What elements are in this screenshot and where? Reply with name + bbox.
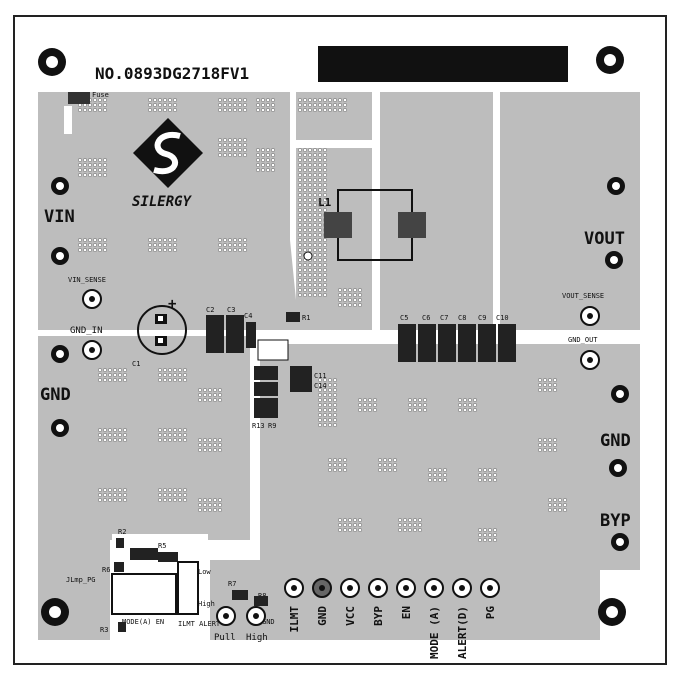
label-l1: L1 [318,196,332,209]
capacitor-c6 [418,324,436,362]
label-r6: R6 [102,566,110,574]
label-gnd-right: GND [600,431,631,451]
copper-sw-region [296,148,372,330]
test-point-label: EN [400,606,413,619]
label-c1: C1 [132,360,140,368]
fuse [68,92,90,104]
capacitor-c2 [206,315,224,353]
copper-input-region [38,92,296,330]
label-c2: C2 [206,306,214,314]
copper-pour [38,92,640,640]
label-pull: Pull [214,633,236,643]
test-point-label: MODE (A) [428,606,441,659]
test-point-label: VCC [344,606,357,626]
test-point-byp: BYP [368,578,388,626]
capacitor-c4 [246,322,256,348]
copper-output-right [500,92,640,330]
test-point-pg: PG [480,578,500,620]
label-gnd-out: GND_OUT [568,336,598,344]
label-c7: C7 [440,314,448,322]
label-jumper-pg: JLmp_PG [66,576,96,584]
label-high-small: High [198,600,215,608]
capacitor-c7 [438,324,456,362]
jumper-header-ilmt [177,561,199,615]
label-gnd-in: GND_IN [70,326,103,336]
label-r2: R2 [118,528,126,536]
label-gnd-left: GND [40,385,71,405]
test-point-label: GND [316,606,329,626]
label-c5: C5 [400,314,408,322]
label-vout-sense: VOUT_SENSE [562,292,604,300]
test-point-label: ILMT [288,606,301,633]
test-point-alert-d: ALERT(D) [452,578,472,659]
test-point-ilmt: ILMT [284,578,304,633]
test-point-gnd: GND [312,578,332,626]
inductor-l1-pad-left [324,212,352,238]
inductor-l1-pad-right [398,212,426,238]
label-r3: R3 [100,626,108,634]
capacitor-c11 [290,366,312,392]
label-c6: C6 [422,314,430,322]
label-plus: + [168,296,176,312]
capacitor-c8 [458,324,476,362]
label-c11: C11 [314,372,327,380]
test-point-en: EN [396,578,416,619]
mounting-holes [38,46,626,626]
label-vin: VIN [44,207,75,227]
label-vout: VOUT [584,229,625,249]
label-fuse: Fuse [92,91,109,99]
copper-gnd-right-region [260,344,640,640]
copper-output-left [380,92,493,330]
output-capacitors: C5 C6 C7 C8 C9 C10 [398,314,516,362]
capacitor-c9 [478,324,496,362]
label-r13: R13 [252,422,265,430]
silergy-logo: SILERGY [132,118,203,210]
label-r7: R7 [228,580,236,588]
capacitor-c10 [498,324,516,362]
label-c9: C9 [478,314,486,322]
capacitor-c1 [137,305,187,355]
black-label-block [318,46,568,82]
label-c3: C3 [227,306,235,314]
ic-area: R1 C11 C14 R13 R9 [252,312,327,430]
label-low-small: Low [198,568,211,576]
jumper-header [111,573,177,615]
jumper-area: R2 R5 R6 JLmp_PG MODE(A) EN ILMT ALERT H… [66,528,221,634]
label-r5: R5 [158,542,166,550]
label-vin-sense: VIN_SENSE [68,276,106,284]
label-c14: C14 [314,382,327,390]
label-r9: R9 [268,422,276,430]
label-byp-right: BYP [600,511,631,531]
copper-gnd-left-region [38,336,250,570]
label-c8: C8 [458,314,466,322]
label-high: High [246,633,268,643]
test-point-mode-a: MODE (A) [424,578,444,659]
label-gnd-small: GND [262,618,275,626]
capacitor-c3 [226,315,244,353]
test-point-label: ALERT(D) [456,606,469,659]
label-c4: C4 [244,312,252,320]
part-number: NO.0893DG2718FV1 [95,64,249,83]
capacitor-c5 [398,324,416,362]
test-point-vcc: VCC [340,578,360,626]
label-c10: C10 [496,314,509,322]
via-field [78,98,567,542]
label-ilmt-alert: ILMT ALERT [178,620,221,628]
test-point-label: BYP [372,606,385,626]
label-mode-a-en: MODE(A) EN [122,618,164,626]
logo-text: SILERGY [132,194,193,210]
test-point-row: ILMT GND VCC BYP EN MODE (A) ALERT(D) PG [284,578,500,659]
label-r1: R1 [302,314,310,322]
test-point-label: PG [484,606,497,620]
